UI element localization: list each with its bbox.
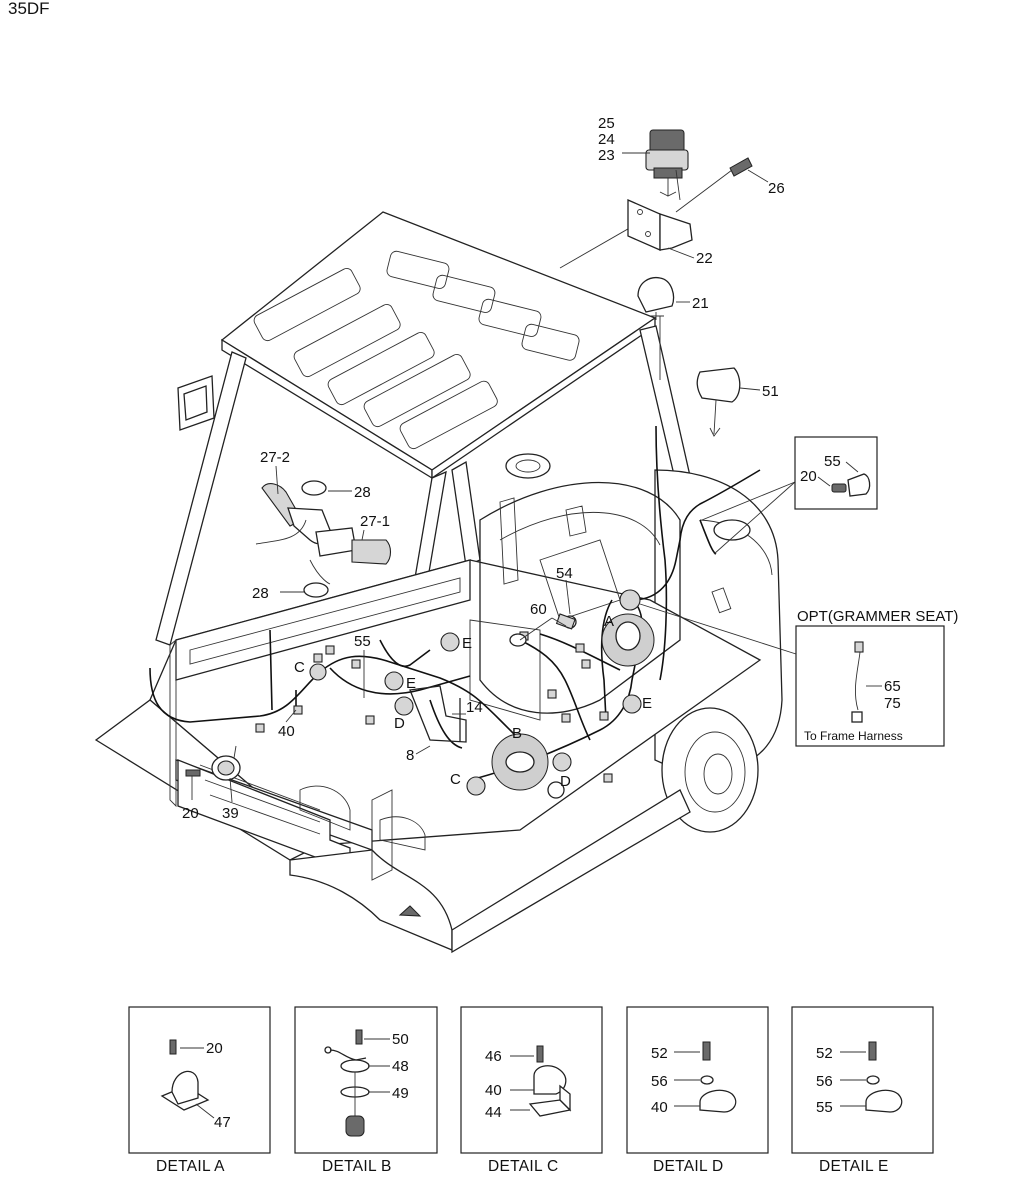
opt-title: OPT(GRAMMER SEAT) bbox=[797, 608, 958, 625]
overhead-guard bbox=[155, 211, 701, 796]
harness-clips bbox=[255, 631, 613, 783]
callout-24: 24 bbox=[598, 131, 615, 148]
detail-e-caption: DETAIL E bbox=[819, 1158, 889, 1175]
wiring-harness bbox=[149, 425, 761, 799]
callout-22: 22 bbox=[696, 250, 713, 267]
detail-c: 46 40 44 DETAIL C bbox=[460, 1006, 603, 1175]
opt-callout-75: 75 bbox=[884, 695, 901, 712]
detail-c-label-46: 46 bbox=[485, 1048, 502, 1065]
detail-b-label-49: 49 bbox=[392, 1085, 409, 1102]
detail-d-label-52: 52 bbox=[651, 1045, 668, 1062]
detail-c-label-44: 44 bbox=[485, 1104, 502, 1121]
callout-c-2: C bbox=[450, 771, 461, 788]
inset-bracket-box: 55 20 bbox=[794, 436, 878, 510]
detail-b-caption: DETAIL B bbox=[322, 1158, 392, 1175]
detail-e-label-56: 56 bbox=[816, 1073, 833, 1090]
detail-e-label-55: 55 bbox=[816, 1099, 833, 1116]
callout-39: 39 bbox=[222, 805, 239, 822]
detail-a-caption: DETAIL A bbox=[156, 1158, 225, 1175]
detail-e-label-52: 52 bbox=[816, 1045, 833, 1062]
detail-b-label-50: 50 bbox=[392, 1031, 409, 1048]
detail-a: 20 47 DETAIL A bbox=[128, 1006, 271, 1175]
callout-d-1: D bbox=[394, 715, 405, 732]
detail-c-label-40: 40 bbox=[485, 1082, 502, 1099]
lamp-51 bbox=[696, 367, 741, 437]
detail-markers bbox=[309, 589, 642, 796]
opt-note: To Frame Harness bbox=[804, 729, 903, 743]
callout-54: 54 bbox=[556, 565, 573, 582]
callout-27-2: 27-2 bbox=[260, 449, 290, 466]
opt-callout-65: 65 bbox=[884, 678, 901, 695]
callout-51: 51 bbox=[762, 383, 779, 400]
roof-louvres bbox=[253, 250, 580, 450]
opt-grammer-seat: OPT(GRAMMER SEAT) 65 75 To Frame Harness bbox=[795, 608, 958, 747]
leader-lines bbox=[191, 152, 797, 803]
callout-40: 40 bbox=[278, 723, 295, 740]
callout-labels: 25 24 23 26 22 21 51 27-2 28 27-1 28 54 … bbox=[182, 115, 785, 822]
detail-b-label-48: 48 bbox=[392, 1058, 409, 1075]
horn-39 bbox=[185, 745, 241, 781]
callout-23: 23 bbox=[598, 147, 615, 164]
beacon-assembly bbox=[627, 129, 753, 251]
callout-e-2: E bbox=[406, 675, 416, 692]
detail-d-label-40: 40 bbox=[651, 1099, 668, 1116]
detail-d-label-56: 56 bbox=[651, 1073, 668, 1090]
callout-e-1: E bbox=[462, 635, 472, 652]
detail-e: 52 56 55 DETAIL E bbox=[791, 1006, 934, 1175]
combination-switch bbox=[255, 480, 392, 598]
detail-d-caption: DETAIL D bbox=[653, 1158, 723, 1175]
callout-25: 25 bbox=[598, 115, 615, 132]
model-title: 35DF bbox=[8, 0, 50, 18]
callout-60: 60 bbox=[530, 601, 547, 618]
detail-b: 50 48 49 DETAIL B bbox=[294, 1006, 438, 1175]
detail-a-label-47: 47 bbox=[214, 1114, 231, 1131]
callout-14: 14 bbox=[466, 699, 483, 716]
callout-a: A bbox=[604, 613, 614, 630]
inset-callout-20: 20 bbox=[800, 468, 817, 485]
callout-27-1: 27-1 bbox=[360, 513, 390, 530]
callout-21: 21 bbox=[692, 295, 709, 312]
callout-28-top: 28 bbox=[354, 484, 371, 501]
callout-28-bottom: 28 bbox=[252, 585, 269, 602]
callout-20: 20 bbox=[182, 805, 199, 822]
callout-b: B bbox=[512, 725, 522, 742]
callout-e-3: E bbox=[642, 695, 652, 712]
callout-c-1: C bbox=[294, 659, 305, 676]
detail-a-label-20: 20 bbox=[206, 1040, 223, 1057]
rear-lamp-21 bbox=[637, 276, 675, 380]
detail-c-caption: DETAIL C bbox=[488, 1158, 558, 1175]
inset-callout-55: 55 bbox=[824, 453, 841, 470]
callout-55: 55 bbox=[354, 633, 371, 650]
callout-26: 26 bbox=[768, 180, 785, 197]
callout-d-2: D bbox=[560, 773, 571, 790]
callout-8: 8 bbox=[406, 747, 414, 764]
detail-d: 52 56 40 DETAIL D bbox=[626, 1006, 769, 1175]
